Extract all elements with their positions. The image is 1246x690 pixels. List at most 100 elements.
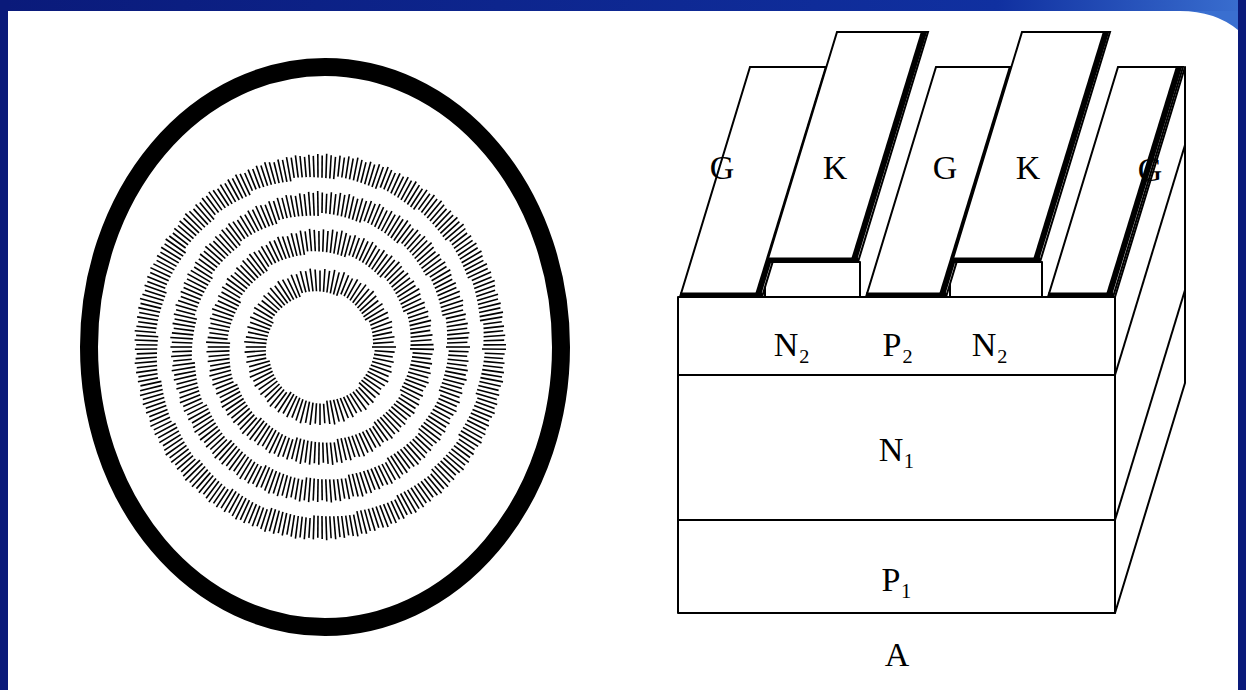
hatch-stroke [181, 459, 195, 472]
hatch-stroke [310, 269, 313, 292]
hatch-stroke [337, 272, 345, 296]
hatch-stroke [184, 288, 203, 296]
hatch-stroke [372, 346, 396, 348]
hatch-stroke [466, 264, 487, 274]
hatch-stroke [136, 370, 157, 373]
wafer-ring [89, 67, 561, 627]
hatch-stroke [248, 211, 259, 231]
hatch-stroke [135, 348, 157, 350]
hatch-stroke [210, 366, 231, 371]
hatch-stroke [330, 479, 332, 502]
hatch-stroke [208, 337, 228, 339]
hatch-stroke [154, 421, 172, 430]
hatch-stroke [410, 348, 434, 350]
top-bar [0, 0, 1246, 11]
hatch-stroke [447, 363, 467, 366]
hatch-stroke [454, 446, 470, 458]
hatch-stroke [216, 384, 237, 394]
hatch-stroke [261, 246, 272, 264]
hatch-stroke [305, 231, 308, 251]
hatch-stroke [394, 177, 403, 196]
layer-label: P₂ [883, 328, 914, 362]
hatch-stroke [350, 515, 354, 536]
hatch-stroke [341, 479, 344, 499]
hatch-stroke [452, 233, 467, 245]
hatch-stroke [371, 365, 392, 372]
hatch-stroke [300, 480, 303, 502]
hatch-stroke [440, 395, 460, 403]
hatch-stroke [220, 388, 239, 398]
hatch-stroke [269, 241, 279, 261]
hatch-stroke [325, 154, 327, 178]
hatch-stroke [319, 271, 321, 292]
hatch-stroke [321, 516, 323, 539]
hatch-stroke [269, 471, 277, 494]
hatch-stroke [353, 158, 358, 181]
hatch-stroke [244, 502, 253, 523]
n1-layer [678, 375, 1115, 520]
hatch-stroke [322, 229, 324, 251]
hatch-stroke [418, 194, 430, 210]
hatch-stroke [356, 435, 365, 457]
hatch-stroke [376, 167, 384, 189]
hatch-stroke [478, 386, 498, 391]
hatch-stroke [325, 516, 327, 540]
hatch-stroke [300, 193, 303, 216]
electrode-label: K [1016, 151, 1041, 185]
hatch-stroke [232, 178, 242, 198]
hatch-stroke [330, 516, 331, 538]
metal-edge [1048, 293, 1113, 298]
metal-edge [952, 258, 1040, 263]
hatch-stroke [373, 332, 392, 336]
hatch-stroke [233, 222, 245, 239]
hatch-stroke [265, 469, 273, 490]
hatch-stroke [391, 501, 399, 519]
hatch-stroke [342, 516, 345, 538]
hatch-stroke [208, 328, 229, 332]
hatch-stroke [304, 194, 306, 216]
hatch-stroke [421, 481, 433, 497]
hatch-stroke [195, 262, 212, 274]
hatch-stroke [210, 363, 230, 367]
hatch-stroke [160, 252, 178, 263]
hatch-stroke [291, 478, 295, 498]
hatch-stroke [330, 155, 331, 178]
hatch-stroke [261, 205, 270, 226]
hatch-stroke [324, 269, 325, 292]
hatch-stroke [446, 319, 465, 323]
hatch-stroke [309, 192, 311, 216]
electrode-strip [1048, 67, 1183, 297]
hatch-stroke [244, 342, 266, 344]
hatch-stroke [287, 514, 291, 535]
hatch-stroke [295, 516, 298, 539]
hatch-stroke [413, 353, 433, 354]
hatch-stroke [169, 236, 185, 248]
hatch-stroke [153, 264, 172, 274]
hatch-stroke [256, 206, 266, 228]
hatch-stroke [373, 358, 394, 362]
hatch-stroke [173, 359, 192, 361]
hatch-stroke [295, 155, 298, 177]
hatch-stroke [175, 452, 191, 465]
hatch-stroke [404, 383, 423, 391]
hatch-stroke [175, 319, 196, 323]
hatch-stroke [177, 379, 197, 384]
hatch-stroke [468, 269, 488, 278]
left-bar [0, 0, 8, 690]
p1-layer [678, 520, 1115, 613]
hatch-stroke [266, 245, 276, 263]
hatch-stroke [136, 344, 157, 346]
hatch-stroke [210, 436, 224, 449]
hatch-stroke [479, 303, 501, 308]
hatch-stroke [479, 308, 500, 313]
hatch-stroke [246, 346, 266, 348]
hatch-stroke [463, 427, 482, 438]
hatch-stroke [354, 515, 358, 537]
hatch-stroke [221, 392, 241, 403]
hatch-stroke [172, 350, 192, 352]
hatch-stroke [209, 370, 231, 376]
hatch-stroke [334, 157, 336, 179]
n2-mesa [765, 262, 860, 297]
hatch-stroke [214, 487, 226, 504]
hatch-stroke [380, 167, 388, 188]
